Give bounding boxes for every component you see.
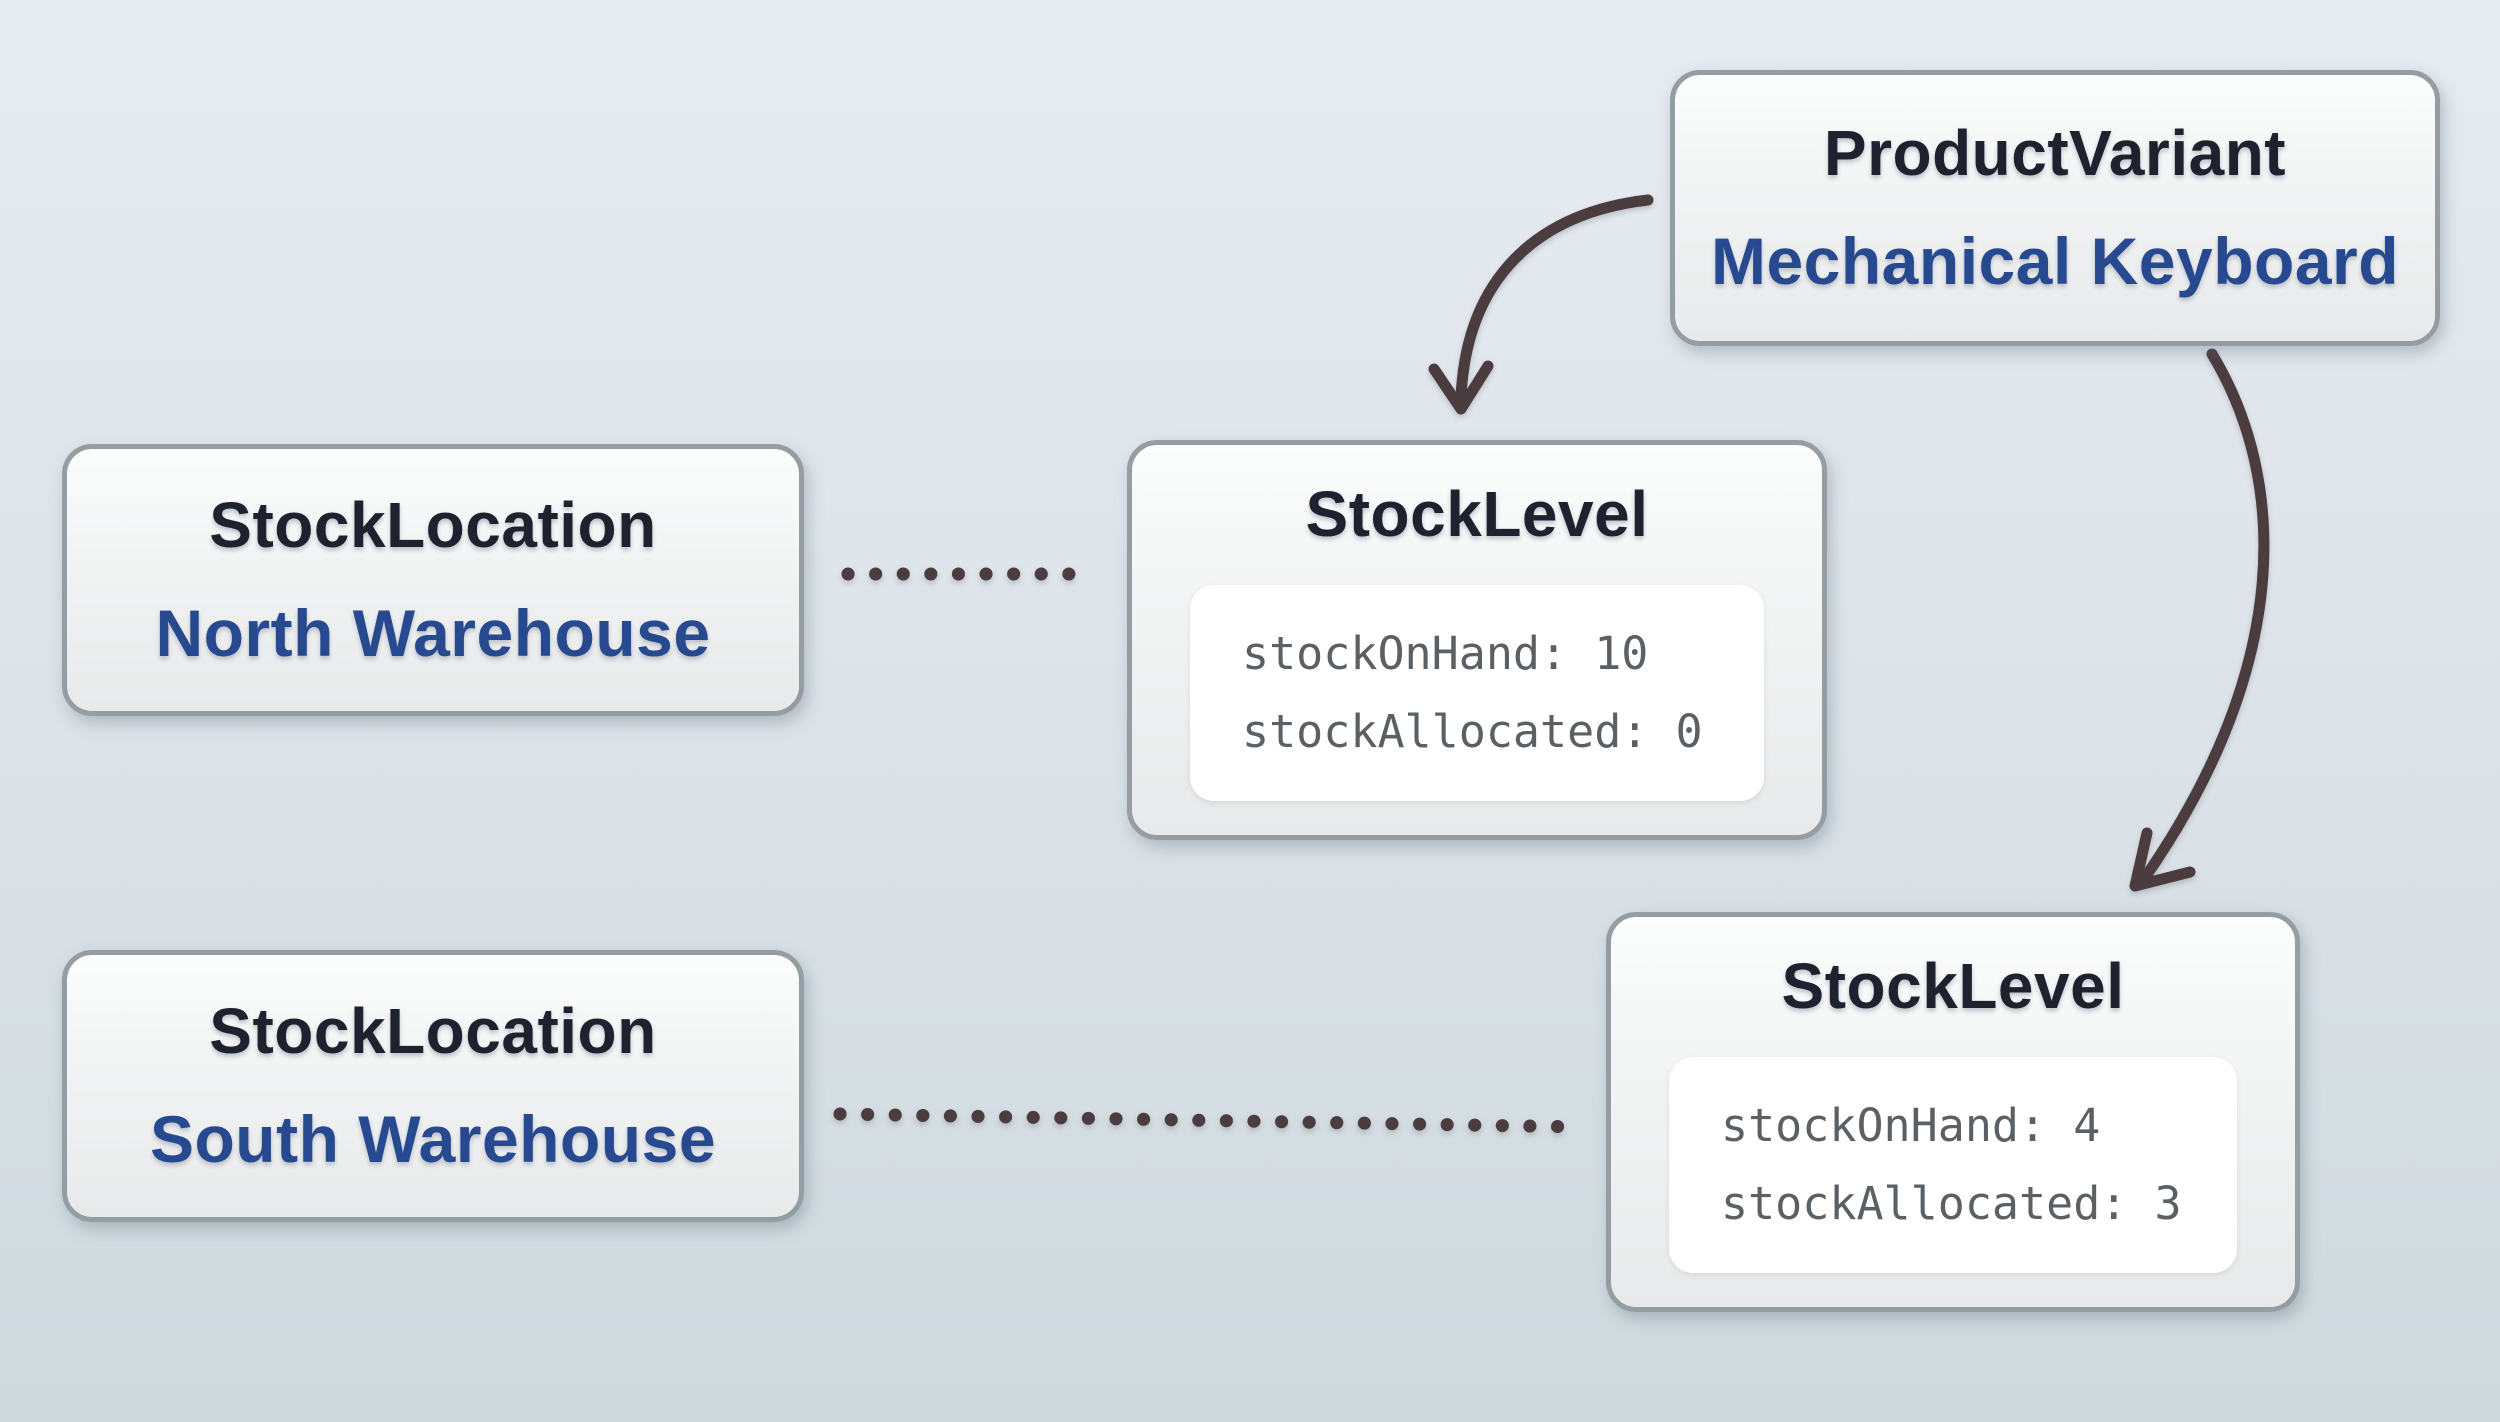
instance-name: Mechanical Keyboard bbox=[1710, 224, 2400, 298]
node-stock-level-south: StockLevel stockOnHand: 4 stockAllocated… bbox=[1606, 912, 2300, 1312]
stock-on-hand-field: stockOnHand: 4 bbox=[1721, 1099, 2101, 1152]
entity-title: StockLocation bbox=[209, 995, 657, 1067]
arrowhead-icon bbox=[1428, 360, 1494, 415]
entity-title: ProductVariant bbox=[1823, 117, 2287, 189]
entity-title: StockLevel bbox=[1305, 478, 1649, 550]
node-product-variant: ProductVariant Mechanical Keyboard bbox=[1670, 70, 2440, 346]
entity-title: StockLevel bbox=[1781, 950, 2125, 1022]
stock-fields-panel: stockOnHand: 4 stockAllocated: 3 bbox=[1669, 1057, 2237, 1273]
stock-fields-panel: stockOnHand: 10 stockAllocated: 0 bbox=[1190, 585, 1764, 801]
stock-allocated-field: stockAllocated: 3 bbox=[1721, 1177, 2182, 1230]
entity-title: StockLocation bbox=[209, 489, 657, 561]
dotted-line-south bbox=[833, 1107, 1591, 1134]
arrow-product-to-stocklevel-south bbox=[2129, 348, 2270, 892]
node-stock-location-north: StockLocation North Warehouse bbox=[62, 444, 804, 716]
node-stock-level-north: StockLevel stockOnHand: 10 stockAllocate… bbox=[1127, 440, 1827, 840]
stock-allocated-field: stockAllocated: 0 bbox=[1242, 705, 1703, 758]
instance-name: North Warehouse bbox=[155, 596, 711, 670]
arrow-product-to-stocklevel-north bbox=[1428, 194, 1654, 415]
node-stock-location-south: StockLocation South Warehouse bbox=[62, 950, 804, 1222]
instance-name: South Warehouse bbox=[149, 1102, 717, 1176]
arrowhead-icon bbox=[2129, 827, 2196, 892]
stock-on-hand-field: stockOnHand: 10 bbox=[1242, 627, 1649, 680]
